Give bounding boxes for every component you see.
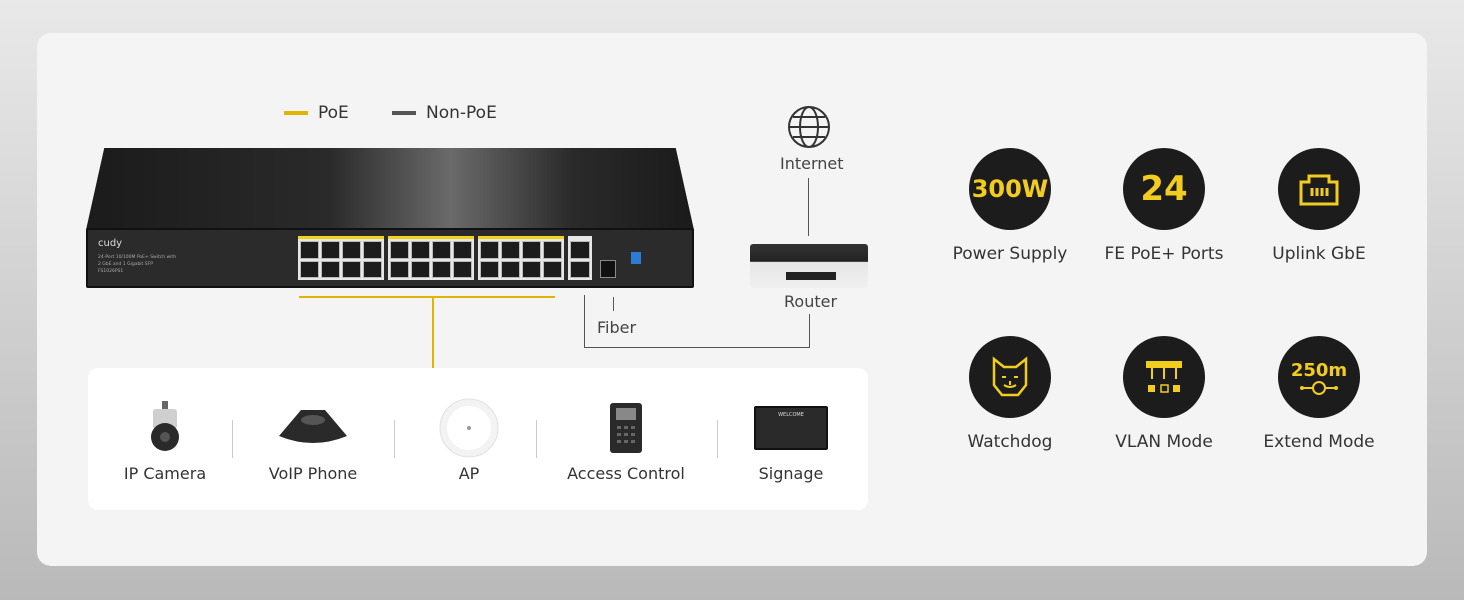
device-label: VoIP Phone	[268, 464, 358, 483]
device-label: IP Camera	[123, 464, 207, 483]
feature-label: Watchdog	[967, 432, 1053, 452]
fiber-line	[613, 297, 614, 311]
divider	[394, 420, 395, 458]
ethernet-port	[522, 241, 541, 259]
ethernet-port	[321, 241, 340, 259]
legend-label: Non-PoE	[426, 103, 497, 123]
switch-logo: cudy	[98, 238, 123, 249]
globe-icon	[788, 106, 830, 148]
ports-badge: 24	[1123, 148, 1205, 230]
feature-label: VLAN Mode	[1115, 432, 1213, 452]
legend-poe: PoE	[284, 103, 349, 123]
port-group-2	[388, 236, 474, 280]
router-ports	[786, 272, 836, 280]
feature-label: Uplink GbE	[1272, 244, 1366, 264]
device-label: Signage	[758, 464, 824, 483]
sfp-port	[600, 260, 616, 278]
feature-vlan: VLAN Mode	[1084, 336, 1244, 452]
feature-uplink: Uplink GbE	[1239, 148, 1399, 264]
switch-desc-text: 24-Port 10/100M PoE+ Switch with 2 GbE a…	[98, 255, 177, 267]
ethernet-port	[342, 260, 361, 278]
feature-watchdog: Watchdog	[930, 336, 1090, 452]
device-ap: AP	[394, 398, 544, 483]
feature-label: FE PoE+ Ports	[1104, 244, 1224, 264]
poe-bracket	[299, 296, 555, 298]
router-label: Router	[784, 292, 838, 311]
ethernet-port	[501, 260, 520, 278]
ip-camera-icon	[90, 398, 240, 458]
switch-front: cudy 24-Port 10/100M PoE+ Switch with 2 …	[86, 228, 694, 288]
device-voip-phone: VoIP Phone	[238, 398, 388, 483]
divider	[232, 420, 233, 458]
signage-icon: WELCOME	[716, 398, 866, 458]
device-access-control: Access Control	[551, 398, 701, 483]
dip-switch	[631, 252, 641, 264]
divider	[717, 420, 718, 458]
uplink-line	[809, 314, 810, 348]
poe-swatch	[284, 111, 308, 115]
ethernet-port	[390, 260, 409, 278]
device-signage: WELCOME Signage	[716, 398, 866, 483]
switch-description: 24-Port 10/100M PoE+ Switch with 2 GbE a…	[98, 254, 178, 275]
ethernet-port	[501, 241, 520, 259]
signage-screen: WELCOME	[754, 406, 828, 450]
feature-power-supply: 300W Power Supply	[930, 148, 1090, 264]
uplink-line	[584, 347, 810, 348]
ethernet-port	[300, 260, 319, 278]
ethernet-port	[321, 260, 340, 278]
non-poe-swatch	[392, 111, 416, 115]
internet-label: Internet	[780, 154, 844, 173]
ethernet-port	[543, 241, 562, 259]
ethernet-port	[432, 260, 451, 278]
switch-model: FS1026PS1	[98, 269, 124, 274]
fiber-label: Fiber	[597, 318, 637, 337]
poe-link	[432, 297, 434, 368]
uplink-ports	[568, 236, 592, 280]
switch-top	[86, 148, 694, 230]
device-label: Access Control	[567, 464, 685, 483]
uplink-line	[584, 295, 585, 348]
extend-badge: 250m	[1290, 359, 1348, 381]
ethernet-port	[543, 260, 562, 278]
feature-label: Power Supply	[952, 244, 1068, 264]
port-group-3	[478, 236, 564, 280]
access-point-icon	[394, 398, 544, 458]
ethernet-port-icon	[1278, 148, 1360, 230]
ethernet-port	[570, 241, 590, 259]
ethernet-port	[453, 241, 472, 259]
ethernet-port	[522, 260, 541, 278]
feature-poe-ports: 24 FE PoE+ Ports	[1084, 148, 1244, 264]
ethernet-port	[363, 241, 382, 259]
ethernet-port	[432, 241, 451, 259]
ethernet-port	[390, 241, 409, 259]
dog-icon	[969, 336, 1051, 418]
ethernet-port	[411, 260, 430, 278]
ethernet-port	[363, 260, 382, 278]
vlan-icon	[1123, 336, 1205, 418]
port-group-1	[298, 236, 384, 280]
voip-phone-icon	[238, 398, 388, 458]
power-badge: 300W	[969, 148, 1051, 230]
device-ip-camera: IP Camera	[90, 398, 240, 483]
ethernet-port	[480, 241, 499, 259]
ethernet-port	[411, 241, 430, 259]
ethernet-port	[480, 260, 499, 278]
ethernet-port	[342, 241, 361, 259]
divider	[536, 420, 537, 458]
ethernet-port	[453, 260, 472, 278]
power-extend-icon: 250m	[1278, 336, 1360, 418]
internet-line	[808, 178, 809, 236]
devices-panel: IP Camera VoIP Phone AP Access Control W…	[88, 368, 868, 510]
legend-non-poe: Non-PoE	[392, 103, 497, 123]
ethernet-port	[300, 241, 319, 259]
access-control-icon	[551, 398, 701, 458]
legend-label: PoE	[318, 103, 349, 123]
router-image	[750, 244, 868, 288]
ethernet-port	[570, 260, 590, 278]
feature-label: Extend Mode	[1263, 432, 1375, 452]
device-label: AP	[458, 464, 480, 483]
